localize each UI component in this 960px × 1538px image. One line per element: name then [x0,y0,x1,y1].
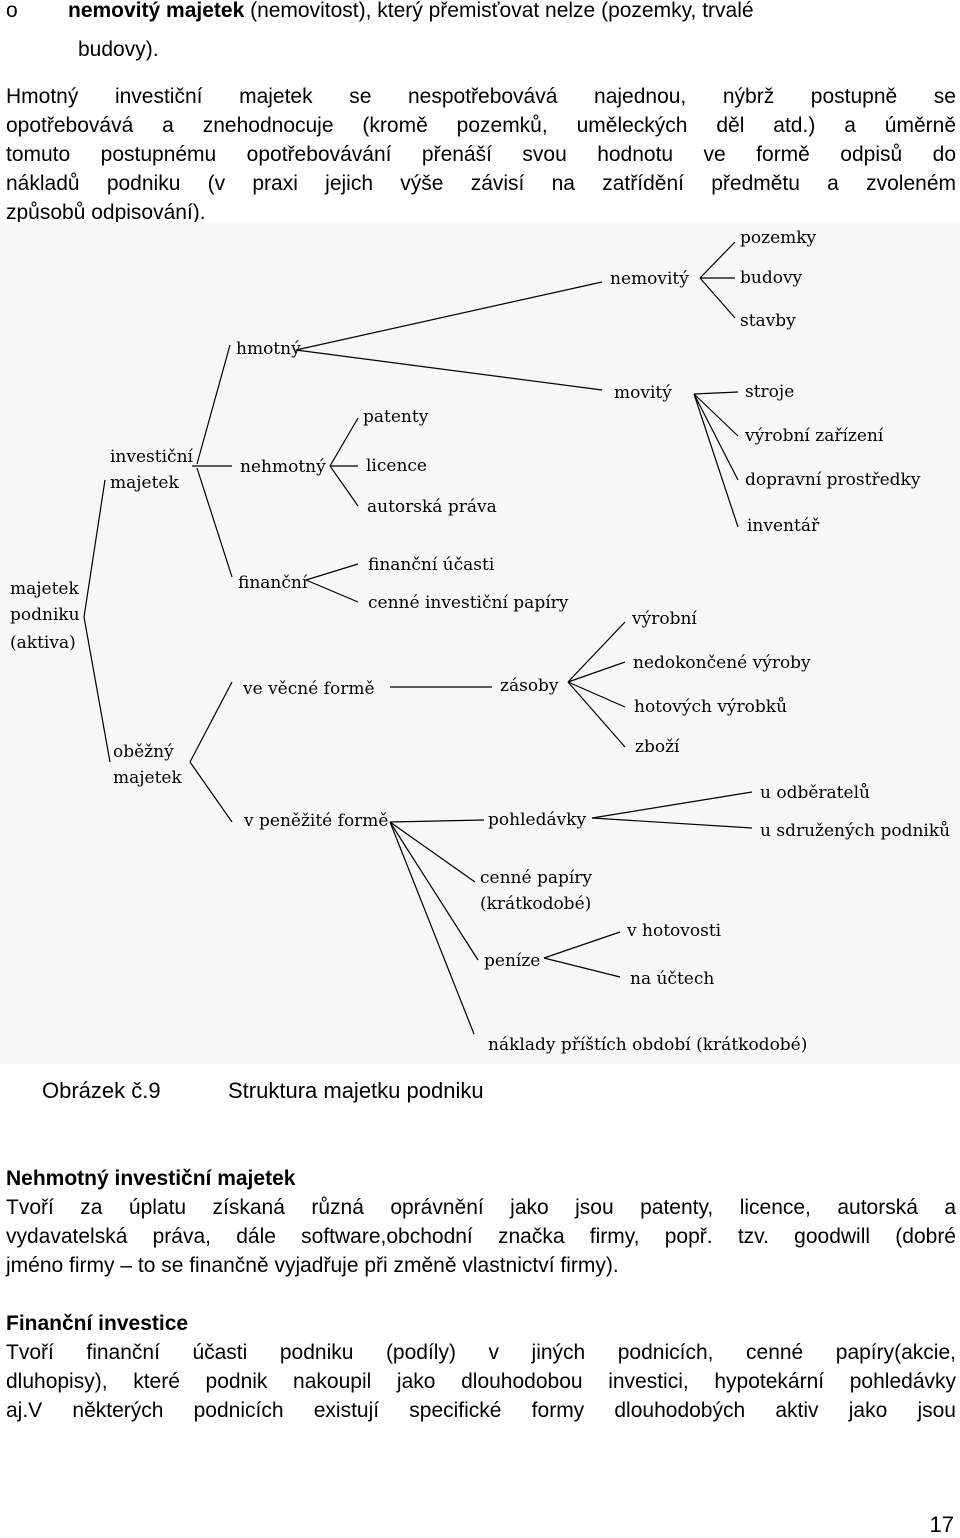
node-na-uctech: na účtech [630,969,714,989]
diagram-connectors [83,241,753,1035]
node-obezny-1: oběžný [113,742,174,762]
bullet-marker: o [6,0,18,22]
node-root-3: (aktiva) [10,633,76,653]
node-nedokoncene-vyroby: nedokončené výroby [633,653,811,673]
node-dopravni-prostredky: dopravní prostředky [745,470,921,490]
node-licence: licence [366,456,427,476]
asset-structure-diagram: majetek podniku (aktiva) investiční maje… [0,222,960,1064]
node-stroje: stroje [745,382,794,402]
section-heading-financni: Finanční investice [6,1312,189,1335]
node-movity: movitý [614,383,672,403]
bullet-continuation: budovy). [78,38,159,61]
intro-line: tomuto postupnému opotřebovávání přenáší… [6,143,956,166]
node-stavby: stavby [740,311,796,331]
body-line: vydavatelská práva, dále software,obchod… [6,1225,956,1248]
node-investicni-2: majetek [110,473,179,493]
node-vyrobni-zarizeni: výrobní zařízení [744,426,884,446]
figure-caption-title: Struktura majetku podniku [228,1078,484,1103]
page-number: 17 [929,1512,954,1537]
node-cenne-papiry-1: cenné papíry [480,868,592,888]
node-cenne-papiry-2: (krátkodobé) [480,894,591,914]
node-root-1: majetek [10,579,79,599]
node-nehmotny: nehmotný [240,457,326,477]
node-patenty: patenty [363,407,429,427]
body-line: dluhopisy), které podnik nakoupil jako d… [6,1370,956,1393]
intro-line: způsobů odpisování). [6,201,206,224]
node-u-odberatelu: u odběratelů [760,783,870,803]
diagram-labels: majetek podniku (aktiva) investiční maje… [10,228,950,1055]
body-line: jméno firmy – to se finančně vyjadřuje p… [6,1254,619,1277]
intro-line: Hmotný investiční majetek se nespotřebov… [6,85,956,108]
node-cenne-investicni-papiry: cenné investiční papíry [368,593,569,613]
intro-line: nákladů podniku (v praxi jejich výše záv… [6,172,956,195]
node-financni: finanční [238,573,308,593]
bullet-item: o nemovitý majetek (nemovitost), který př… [6,0,754,25]
bullet-text: (nemovitost), který přemisťovat nelze (p… [244,0,754,22]
node-investicni-1: investiční [110,447,194,467]
figure-caption-label: Obrázek č.9 [42,1078,161,1103]
body-line: Tvoří za úplatu získaná různá oprávnění … [6,1196,956,1219]
node-penize: peníze [484,951,540,971]
node-penezni: v peněžité formě [243,811,388,831]
node-obezny-2: majetek [113,768,182,788]
node-financni-ucasti: finanční účasti [368,555,495,575]
node-pozemky: pozemky [740,228,817,248]
bullet-term: nemovitý majetek [68,0,245,22]
node-budovy: budovy [740,268,803,288]
node-u-sdruzenych-podniku: u sdružených podniků [760,821,950,841]
node-v-hotovosti: v hotovosti [626,921,722,941]
section-heading-nehmotny: Nehmotný investiční majetek [6,1167,296,1190]
node-zbozi: zboží [635,737,680,757]
node-inventar: inventář [747,516,820,536]
node-pohledavky: pohledávky [488,810,586,830]
node-vecne: ve věcné formě [242,679,375,699]
node-hmotny: hmotný [236,339,301,359]
node-root-2: podniku [10,605,80,625]
node-hotovych-vyrobku: hotových výrobků [634,697,787,717]
intro-line: opotřebovává a znehodnocuje (kromě pozem… [6,114,956,137]
node-zasoby: zásoby [500,676,559,696]
body-line: Tvoří finanční účasti podniku (podíly) v… [6,1341,956,1364]
node-autorska-prava: autorská práva [367,497,497,517]
body-line: aj.V některých podnicích existují specif… [6,1399,956,1422]
node-vyrobni: výrobní [631,609,697,629]
node-naklady: náklady příštích období (krátkodobé) [488,1035,807,1055]
node-nemovity: nemovitý [610,269,689,289]
